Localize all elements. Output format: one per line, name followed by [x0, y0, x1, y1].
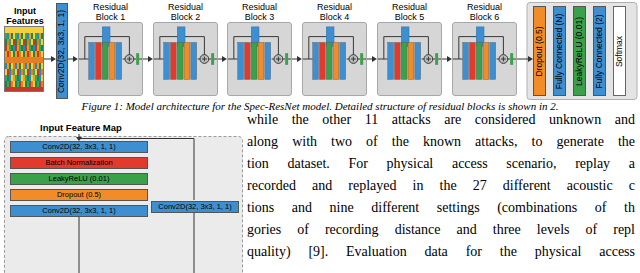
flow-arrow	[44, 56, 56, 62]
body-text-line: while the other 11 attacks are considere…	[247, 112, 635, 128]
layer-label: Fully Connected (N)	[555, 13, 564, 89]
input-label: Input Feature Map	[40, 122, 122, 133]
layer-label: Conv2D(32, 3x3, 1, 1)	[42, 207, 115, 215]
flow-arrow	[143, 56, 153, 62]
layer-label: Conv2D(32, 3x3, 1, 1)	[42, 143, 115, 151]
arrow-line	[218, 59, 222, 60]
block-heading: Residual Block 4	[312, 2, 358, 22]
head-container	[527, 3, 637, 100]
body-text-line: quality) [9]. Evaluation data for the ph…	[247, 244, 635, 260]
arrow-line	[44, 59, 51, 60]
arrow-line	[143, 59, 148, 60]
softmax-layer: Softmax	[613, 6, 626, 96]
residual-block: Residual Block 5	[377, 22, 442, 96]
dropout-layer: Dropout (0.5)	[533, 6, 546, 96]
skip-conv-layer: Conv2D(32, 3x3, 1, 1)	[151, 201, 239, 213]
layer-label: Batch Normalization	[45, 159, 112, 167]
conv-layer: Conv2D(32, 3x3, 1, 1)	[10, 205, 148, 217]
layer-label: LeakyReLU (0.01)	[575, 17, 584, 86]
layer-label: Conv2D(32, 3x3, 1, 1)	[58, 9, 67, 92]
body-text-line: recorded and replayed in the 27 differen…	[247, 178, 635, 194]
dropout-layer: Dropout (0.5)	[10, 189, 148, 201]
residual-block: Residual Block 4	[302, 22, 367, 96]
layer-label: Softmax	[615, 35, 624, 66]
conv-layer: Conv2D(32, 3x3, 1, 1)	[10, 141, 148, 153]
flow-arrow	[68, 56, 78, 62]
residual-detail-frame	[5, 137, 243, 273]
block-internals	[154, 23, 217, 95]
block-heading: Residual Block 5	[387, 2, 433, 22]
block-internals	[378, 23, 441, 95]
activation-layer: LeakyReLU (0.01)	[573, 6, 586, 96]
output-wire	[79, 217, 80, 273]
body-text-line: gories of recording distance and three l…	[247, 222, 635, 238]
block-heading: Input Features	[1, 6, 49, 26]
block-heading: Residual Block 1	[88, 2, 134, 22]
figure-caption: Figure 1: Model architecture for the Spe…	[0, 100, 640, 112]
body-text-line: tion dataset. For physical access scenar…	[247, 156, 635, 172]
arrow-line	[292, 59, 297, 60]
block-heading: Residual Block 3	[237, 2, 283, 22]
body-text-line: tions and nine different settings (combi…	[247, 200, 635, 216]
skip-output-wire	[194, 213, 195, 273]
block-internals	[303, 23, 366, 95]
block-heading: Residual Block 6	[462, 2, 508, 22]
residual-block: Residual Block 3	[227, 22, 292, 96]
layer-label: Dropout (0.5)	[535, 26, 544, 76]
dense-layer: Fully Connected (N)	[553, 6, 566, 96]
input-spectrogram: Input Features	[4, 26, 44, 92]
residual-block: Residual Block 1	[78, 22, 143, 96]
layer-label: LeakyReLU (0.01)	[49, 175, 110, 183]
spectrogram-image	[5, 27, 43, 91]
flow-arrow	[218, 56, 227, 62]
block-internals	[453, 23, 516, 95]
layer-label: Conv2D(32, 3x3, 1, 1)	[158, 203, 231, 211]
body-text-line: along with two of the known attacks, to …	[247, 134, 635, 150]
block-internals	[228, 23, 291, 95]
layer-label: Fully Connected (2)	[595, 14, 604, 88]
dense-layer: Fully Connected (2)	[593, 6, 606, 96]
activation-layer: LeakyReLU (0.01)	[10, 173, 148, 185]
batchnorm-layer: Batch Normalization	[10, 157, 148, 169]
arrow-line	[68, 59, 73, 60]
flow-arrow	[292, 56, 302, 62]
residual-block: Residual Block 2	[153, 22, 218, 96]
arrow-line	[367, 59, 372, 60]
conv-layer: Conv2D(32, 3x3, 1, 1)	[56, 3, 68, 99]
block-internals	[79, 23, 142, 95]
flow-arrow	[367, 56, 377, 62]
flow-arrow	[442, 56, 452, 62]
residual-block: Residual Block 6	[452, 22, 517, 96]
layer-label: Dropout (0.5)	[57, 191, 101, 199]
flow-arrow	[517, 56, 533, 62]
arrow-line	[517, 59, 528, 60]
arrow-line	[442, 59, 447, 60]
block-heading: Residual Block 2	[163, 2, 209, 22]
